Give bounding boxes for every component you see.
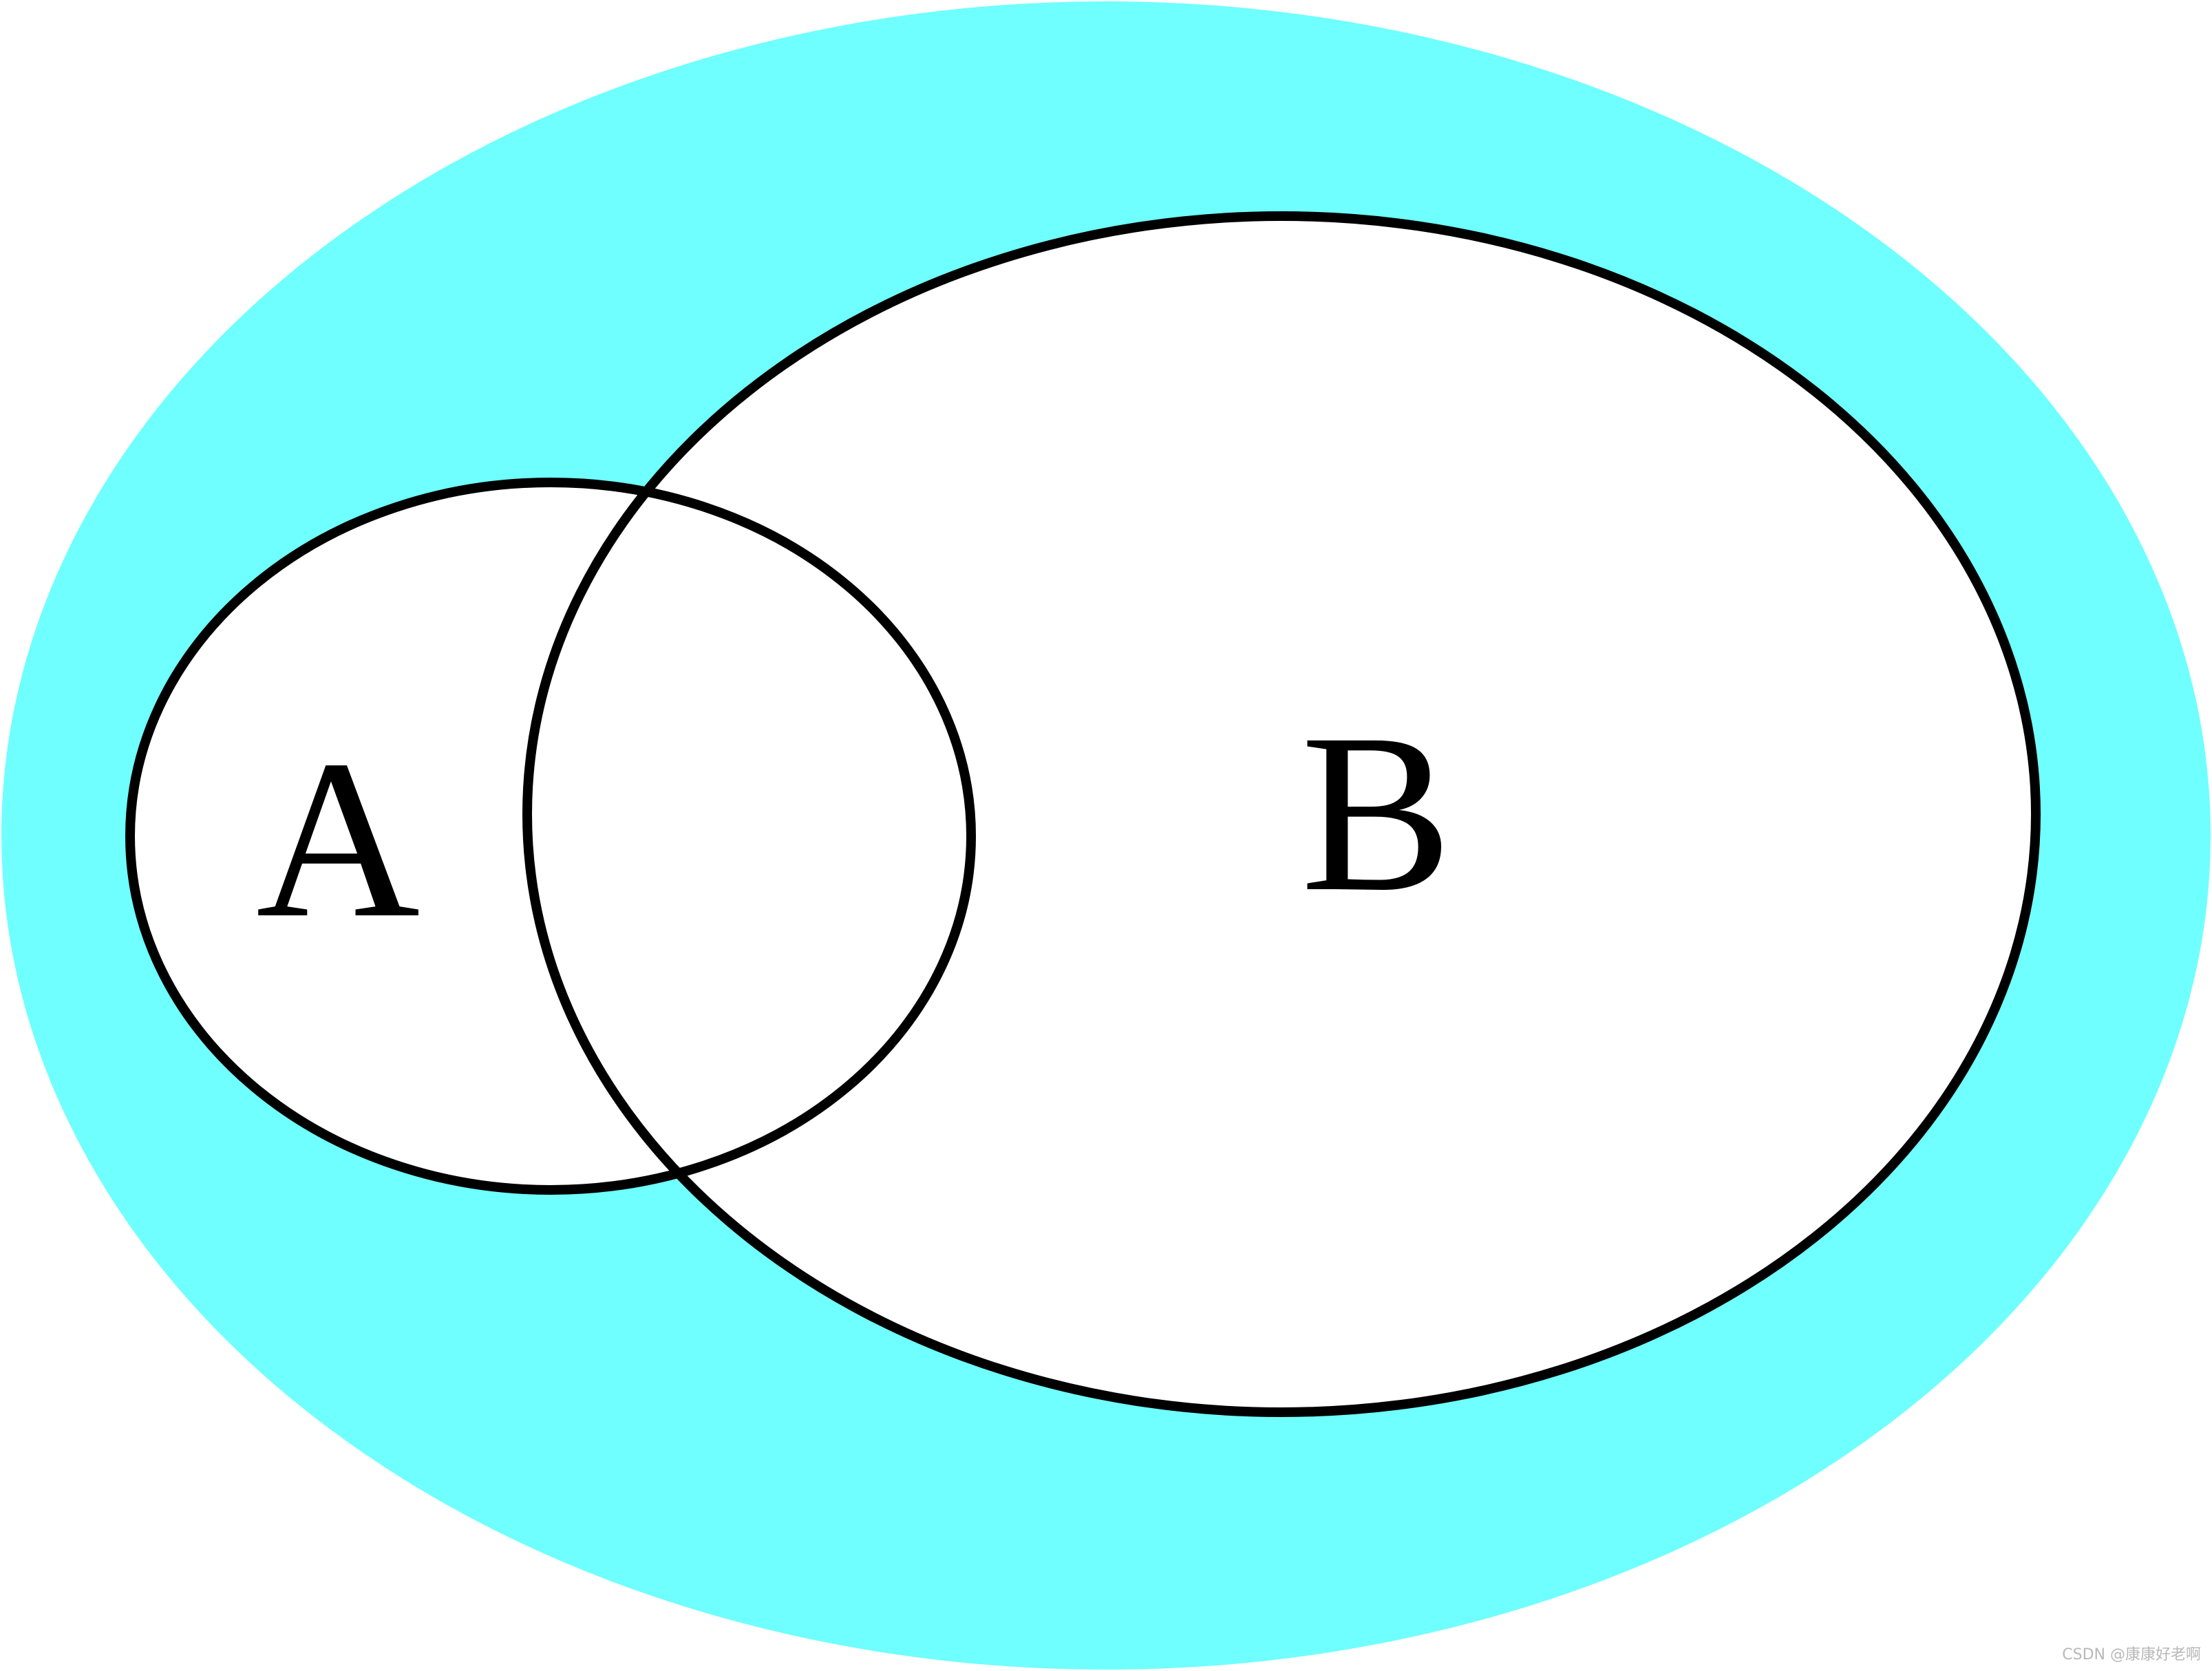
set-b-fill — [527, 216, 2036, 1412]
set-b-label: B — [1301, 688, 1452, 939]
set-a-outline — [125, 478, 976, 1195]
watermark: CSDN @康康好老啊 — [2062, 1646, 2201, 1663]
set-a-fill — [130, 482, 971, 1190]
set-b-outline — [522, 211, 2041, 1417]
set-a-label: A — [256, 714, 420, 965]
